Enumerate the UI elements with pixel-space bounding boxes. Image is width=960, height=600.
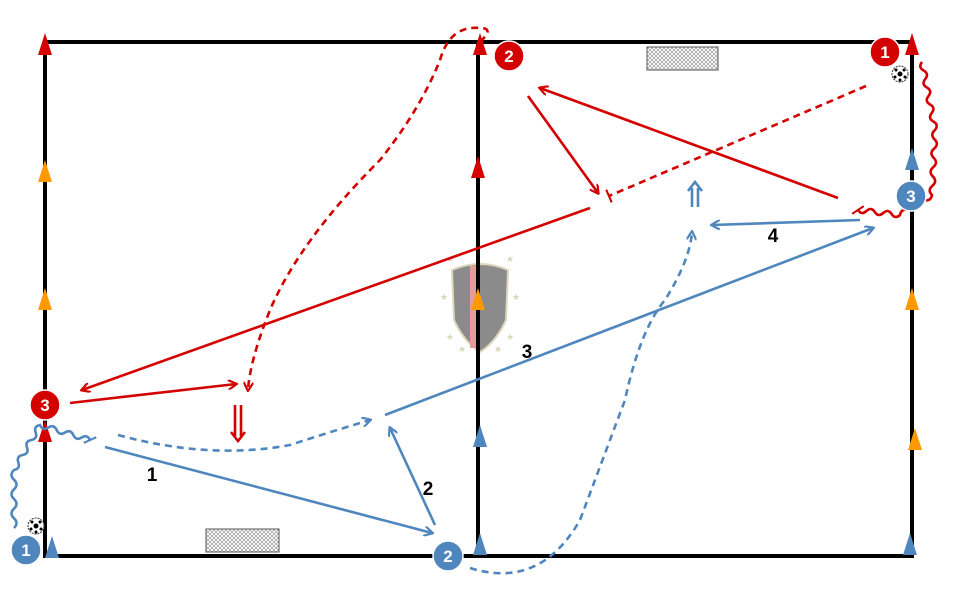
orange-cone-icon [908, 428, 922, 450]
red-run-arrow [609, 84, 867, 196]
red-player-marker [869, 36, 901, 68]
ball-patch [903, 75, 907, 79]
red-pass-arrow [82, 206, 591, 390]
blue-run-arrow [469, 232, 692, 575]
red-cone-icon [471, 156, 485, 178]
ball-patch [894, 68, 898, 72]
svg-text:★: ★ [458, 344, 466, 354]
blue-player-3: 3 [895, 180, 927, 212]
red-player-marker [29, 389, 61, 421]
red-dribble-arrow [858, 61, 939, 219]
pass-number-label: 3 [522, 342, 533, 363]
svg-text:★: ★ [506, 254, 514, 264]
blue-double-arrow-shaft [690, 188, 700, 207]
svg-text:★: ★ [440, 292, 448, 302]
orange-cone-icon [38, 288, 52, 310]
red-player-2: 2 [493, 40, 525, 72]
blue-pass-arrow [384, 228, 873, 417]
soccer-ball-icon [27, 517, 45, 535]
svg-text:★: ★ [494, 344, 502, 354]
ball-patch [39, 527, 43, 531]
ball-patch [38, 520, 42, 524]
svg-text:★: ★ [446, 332, 454, 342]
ball-patch [29, 527, 33, 531]
blue-player-marker [895, 180, 927, 212]
red-double-arrow-shaft [233, 405, 243, 436]
red-pass-arrow [540, 88, 839, 200]
blue-pass-arrow [712, 218, 861, 225]
player-number: 1 [880, 43, 889, 62]
svg-text:★: ★ [506, 332, 514, 342]
pass-number-label: 2 [423, 479, 434, 500]
red-player-3: 3 [29, 389, 61, 421]
blue-pass-arrow [390, 428, 437, 526]
red-double-arrow-head [229, 431, 247, 444]
blue-cone-icon [473, 533, 487, 555]
pass-number-label: 4 [768, 226, 779, 247]
ball-patch [33, 523, 39, 529]
pass-number-label: 1 [147, 465, 158, 486]
red-cone-icon [905, 33, 919, 55]
goal-top [646, 46, 719, 71]
ball-patch [34, 530, 38, 534]
blue-cone-icon [903, 533, 917, 555]
player-number: 2 [443, 547, 452, 566]
blue-double-arrow-head [686, 179, 704, 192]
blue-cone-icon [45, 536, 59, 558]
ball-patch [898, 78, 902, 82]
orange-cone-icon [38, 160, 52, 182]
red-pass-arrow [526, 95, 598, 193]
blue-player-1: 1 [10, 534, 42, 566]
svg-text:★: ★ [512, 292, 520, 302]
goal-bottom [205, 528, 280, 553]
red-cone-icon [38, 420, 52, 442]
red-cone-icon [38, 33, 52, 55]
blue-run-arrow [117, 420, 370, 452]
red-player-marker [493, 40, 525, 72]
ball-patch [897, 71, 903, 77]
orange-cone-icon [905, 288, 919, 310]
red-pass-arrow [69, 384, 236, 405]
ball-patch [902, 68, 906, 72]
blue-cone-icon [473, 425, 487, 447]
red-player-1: 1 [869, 36, 901, 68]
red-cone-icon [473, 33, 487, 55]
blue-cone-icon [905, 148, 919, 170]
blue-player-marker [432, 540, 464, 572]
player-number: 3 [40, 396, 49, 415]
blue-pass-arrow [104, 445, 432, 533]
orange-cone-icon [471, 288, 485, 310]
blue-player-marker [10, 534, 42, 566]
player-number: 1 [21, 541, 30, 560]
soccer-ball-icon [891, 65, 909, 83]
ball-patch [30, 520, 34, 524]
player-number: 2 [504, 47, 513, 66]
player-number: 3 [906, 187, 915, 206]
ball-patch [893, 75, 897, 79]
blue-dribble-arrow [10, 423, 91, 529]
blue-player-2: 2 [432, 540, 464, 572]
